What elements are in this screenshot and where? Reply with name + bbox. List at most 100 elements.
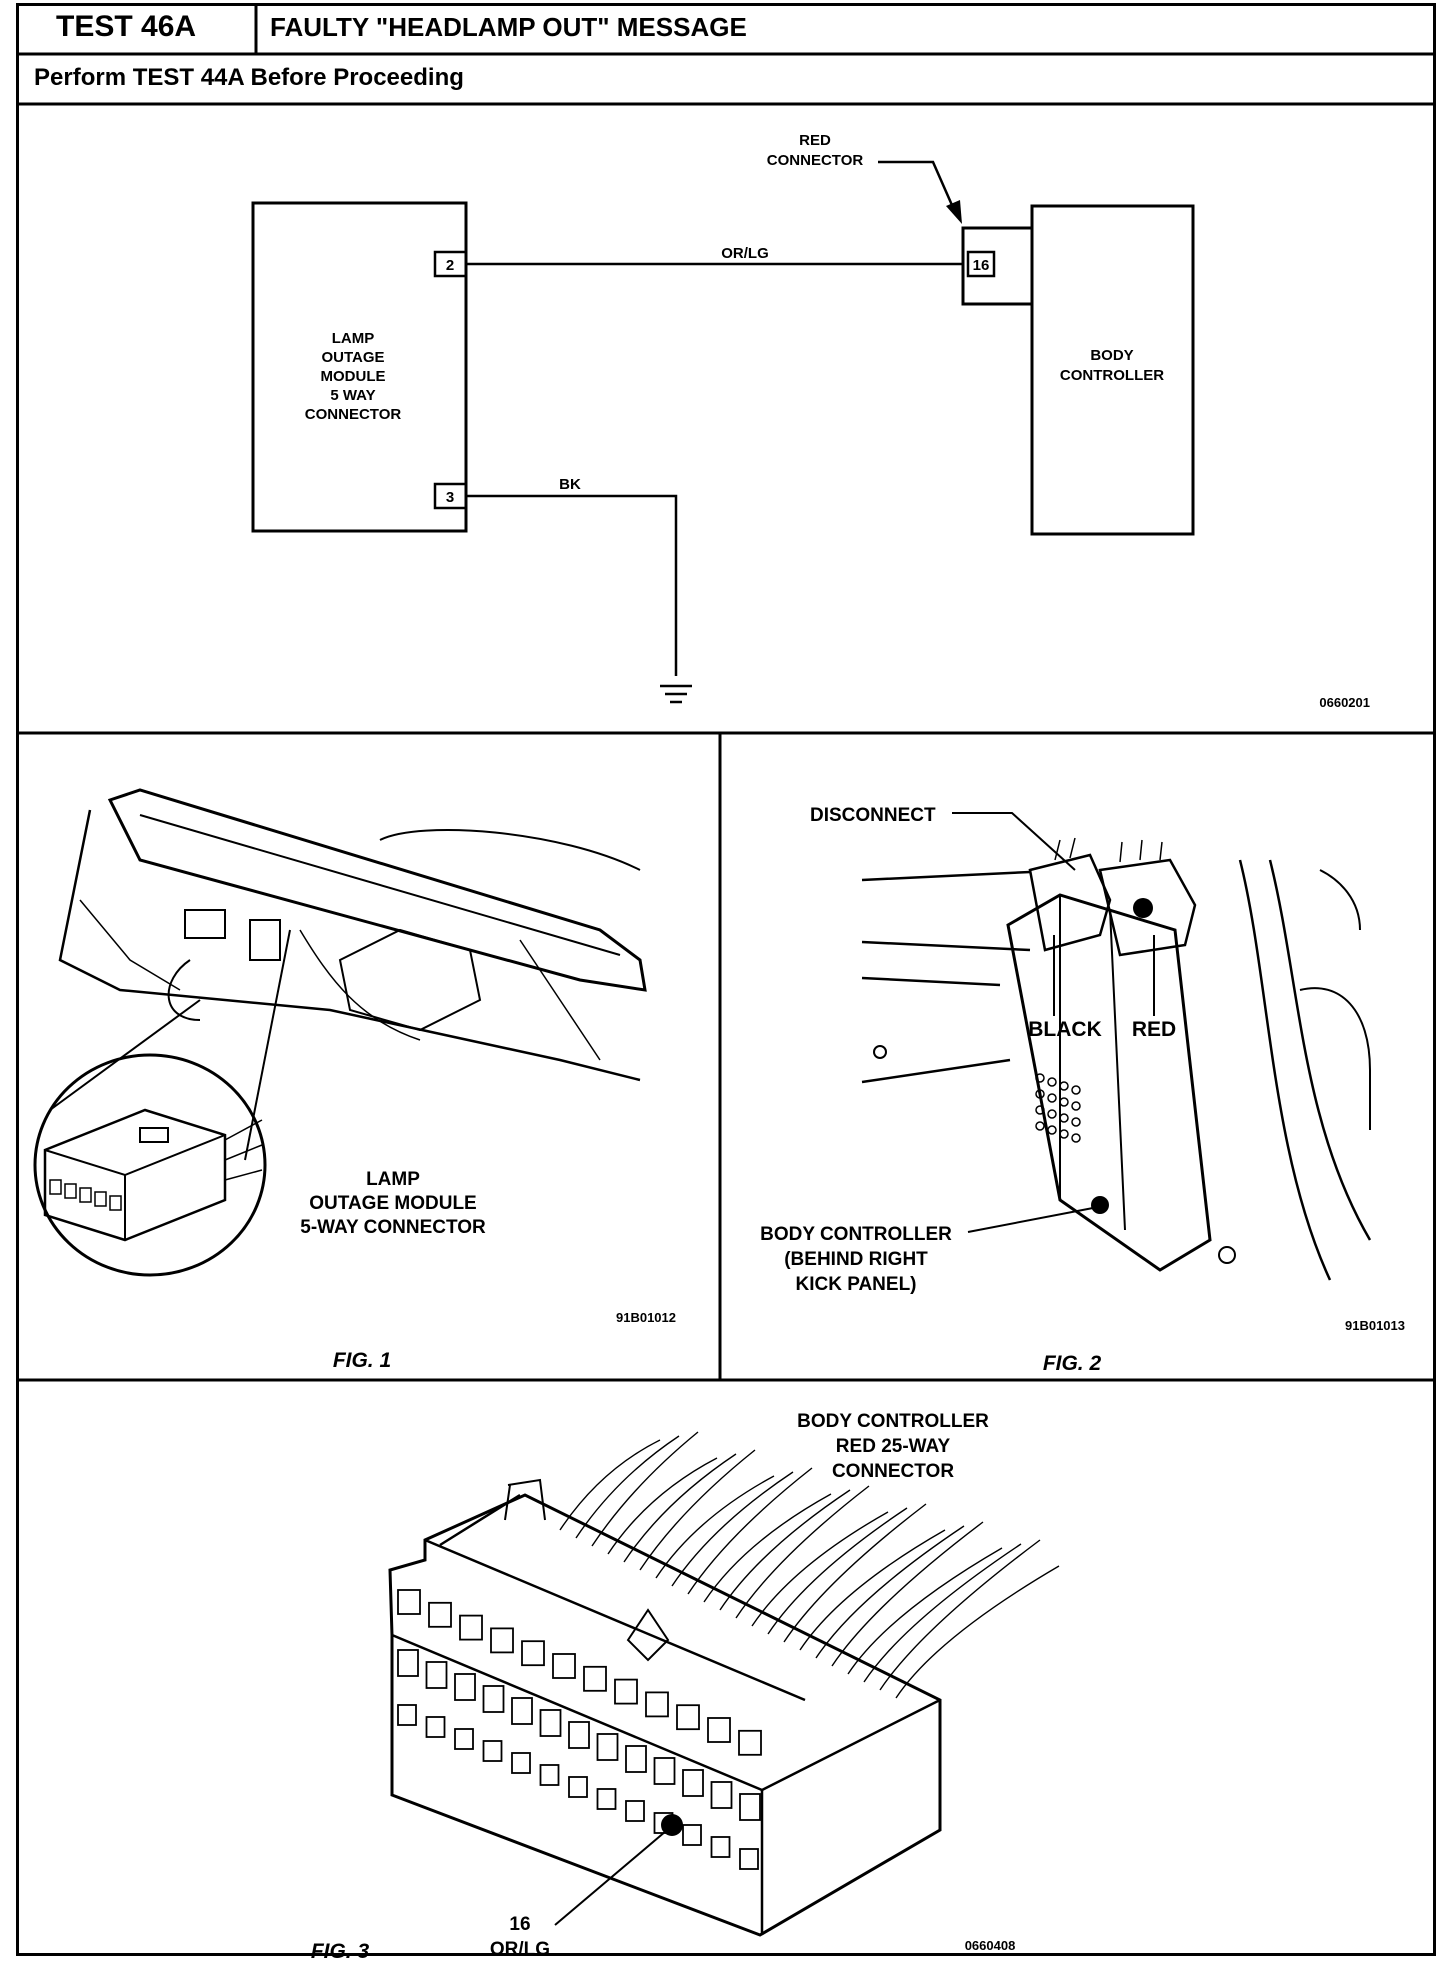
fig1-label-line-1: LAMP: [366, 1169, 420, 1190]
connector-cavity: [625, 1800, 645, 1822]
connector-wires: [224, 1119, 263, 1181]
fig2-caption: FIG. 2: [1043, 1352, 1102, 1375]
fastener: [873, 1045, 887, 1059]
connector-cavity: [397, 1649, 419, 1677]
mount-bolt: [1218, 1246, 1236, 1264]
connector-cavity: [454, 1673, 476, 1701]
panel-lower-outline: [58, 809, 641, 1082]
connector-cavity: [583, 1665, 607, 1692]
wire-strand: [703, 1493, 832, 1603]
harness-bundle: [1319, 869, 1361, 931]
connector-cavity: [596, 1788, 617, 1810]
red-connector: [1098, 858, 1197, 957]
wire-strand: [863, 1543, 1022, 1683]
test-id: TEST 46A: [56, 10, 197, 43]
connector-cavity: [614, 1678, 638, 1705]
pin-3-label: 3: [446, 489, 454, 506]
fig1-ref: 91B01012: [616, 1310, 676, 1325]
fig3-illustration: BODY CONTROLLER RED 25-WAY CONNECTOR 16 …: [311, 1411, 1060, 1963]
connector-cavity: [425, 1716, 446, 1738]
cluster-housing: [338, 928, 482, 1032]
connector-25way-body: [388, 1493, 942, 1937]
fig2-black-label: BLACK: [1028, 1018, 1102, 1041]
body-controller-dot: [1091, 1196, 1109, 1214]
connector-cavity: [645, 1691, 669, 1718]
fig3-ref: 0660408: [965, 1938, 1016, 1953]
fig2-red-label: RED: [1132, 1018, 1176, 1041]
fig2-disconnect-label: DISCONNECT: [810, 805, 936, 826]
wire-strand: [735, 1485, 870, 1619]
connector-cavity: [511, 1697, 533, 1725]
connector-cavity: [490, 1627, 514, 1654]
fig1-illustration: LAMP OUTAGE MODULE 5-WAY CONNECTOR 91B01…: [33, 788, 676, 1372]
panel-rail: [861, 976, 1011, 1084]
harness-1: [299, 929, 421, 1041]
connector-5way-body: [43, 1108, 227, 1242]
wire-strand: [847, 1547, 1003, 1675]
red-connector-dot: [1133, 898, 1153, 918]
wire-strand: [783, 1503, 927, 1643]
housing-edges: [1059, 895, 1126, 1231]
body-controller-line-2: CONTROLLER: [1060, 367, 1164, 384]
body-controller-housing: [1006, 893, 1212, 1272]
pin-16-label: 16: [973, 257, 990, 274]
connector-cavity: [425, 1661, 448, 1689]
page-title: FAULTY "HEADLAMP OUT" MESSAGE: [270, 12, 747, 42]
connector-cavity: [710, 1836, 731, 1858]
module-bracket: [184, 909, 226, 939]
lamp-outage-module-box: [251, 201, 468, 533]
fig3-title-line-3: CONNECTOR: [832, 1461, 954, 1482]
connector-cavity: [539, 1709, 562, 1737]
wire-strand: [623, 1453, 737, 1563]
wire-strand: [575, 1435, 680, 1539]
ground-icon: [660, 684, 692, 704]
dash-hood: [379, 829, 641, 871]
connector-cavity: [511, 1752, 531, 1774]
fig2-body-line-2: (BEHIND RIGHT: [784, 1249, 928, 1270]
connector-cavity: [482, 1685, 505, 1713]
fig2-body-line-1: BODY CONTROLLER: [760, 1224, 952, 1245]
fig3-pin-color: OR/LG: [490, 1939, 550, 1960]
connector-cavity: [738, 1729, 762, 1756]
connector-cavity: [676, 1704, 700, 1731]
connector-cavity: [454, 1728, 474, 1750]
connector-cavity: [625, 1745, 647, 1773]
connector-cavity: [707, 1717, 731, 1743]
door-frame: [1299, 987, 1371, 1130]
fig2-body-line-3: KICK PANEL): [795, 1274, 916, 1295]
module-label-line-5: CONNECTOR: [305, 406, 402, 423]
connector-cavity: [739, 1793, 761, 1821]
connector-cavity: [682, 1824, 702, 1846]
housing-vents: [1035, 1073, 1081, 1143]
wire-strand: [591, 1431, 699, 1547]
page-frame: [16, 3, 1436, 1956]
connector-key: [626, 1608, 670, 1662]
connector-5way-faces: [44, 1134, 226, 1240]
connector-cavity: [482, 1740, 503, 1762]
wire-strand: [767, 1507, 908, 1635]
connector-cavity: [596, 1733, 619, 1761]
connector-cavities: [397, 1589, 762, 1870]
fig3-title-line-1: BODY CONTROLLER: [797, 1411, 989, 1432]
module-label-line-4: 5 WAY: [330, 387, 375, 404]
connector-cavity: [739, 1848, 759, 1870]
wire-strand: [559, 1439, 661, 1531]
module-label-line-3: MODULE: [321, 368, 386, 385]
connector-cavity: [653, 1757, 676, 1785]
connector-cavity: [682, 1769, 704, 1797]
red-connector-leader: [878, 160, 957, 213]
fig1-callout-left: [49, 999, 201, 1111]
wire-strand: [751, 1511, 889, 1627]
connector-cavity: [568, 1721, 590, 1749]
body-controller-box: [1030, 204, 1195, 536]
fig1-label-line-3: 5-WAY CONNECTOR: [300, 1217, 486, 1238]
body-controller-line-1: BODY: [1090, 347, 1133, 364]
wire-strand: [719, 1489, 851, 1611]
pin-16-leader: [554, 1830, 667, 1926]
schematic-ref: 0660201: [1319, 695, 1370, 710]
module-label-line-2: OUTAGE: [321, 349, 384, 366]
red-connector-label-2: CONNECTOR: [767, 152, 864, 169]
schematic: 2 3 LAMP OUTAGE MODULE 5 WAY CONNECTOR O…: [251, 132, 1370, 710]
panel-rib: [79, 899, 181, 991]
wire-strand: [831, 1521, 984, 1667]
